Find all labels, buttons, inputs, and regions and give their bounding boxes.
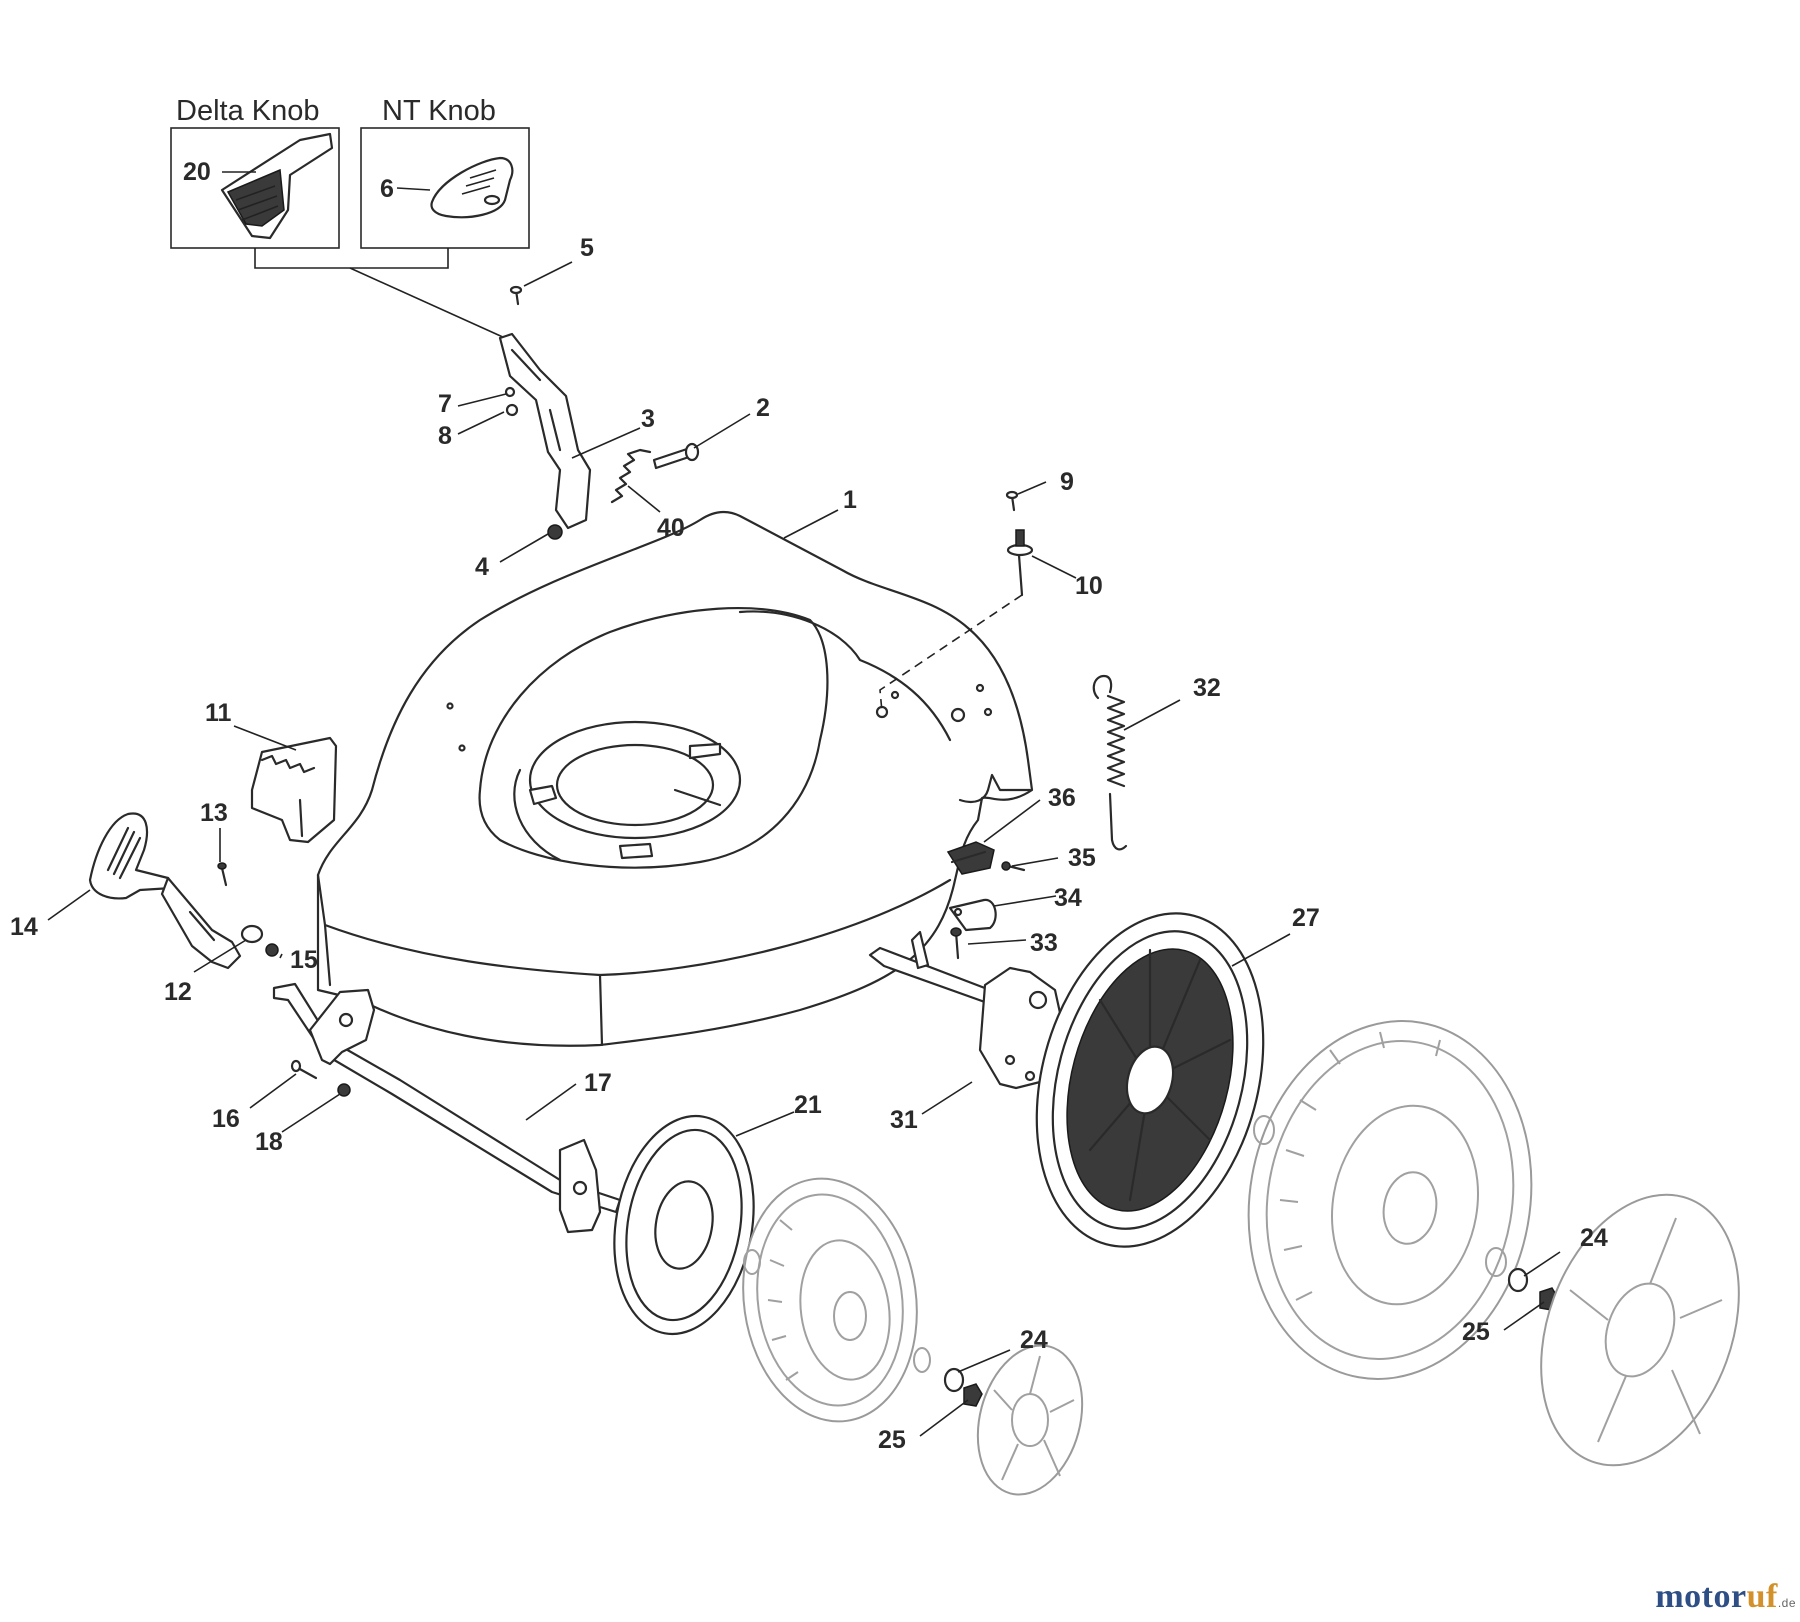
rear-outer-cap-part: [1540, 1193, 1740, 1467]
pin-10-dashed-path: [879, 594, 1023, 713]
spring-32-part: [1092, 674, 1128, 851]
leader-lines: [47, 171, 1561, 1437]
front-hubcap-21-part: [613, 1114, 755, 1336]
callout-21: 21: [794, 1091, 822, 1119]
washer-12-part: [240, 924, 264, 944]
clamp-34-part: [948, 898, 997, 932]
callout-5: 5: [580, 234, 594, 262]
nut-25a-part: [963, 1383, 983, 1407]
rear-wheel-part: [1247, 1020, 1533, 1380]
front-wheel-part: [742, 1177, 931, 1423]
screw-33-part: [950, 927, 962, 960]
nut-15-part: [265, 943, 279, 957]
screw-9-part: [1005, 490, 1019, 512]
rear-axle-31-part: [868, 930, 1064, 1090]
callout-36: 36: [1048, 784, 1076, 812]
callout-20: 20: [183, 158, 211, 186]
watermark-main: motor: [1655, 1578, 1747, 1615]
front-outer-cap-part: [976, 1344, 1084, 1496]
callout-8: 8: [438, 422, 452, 450]
adjuster-plate-11-part: [250, 736, 338, 844]
deck-housing-part: [316, 510, 1034, 1047]
delta-knob-label: Delta Knob: [176, 95, 320, 127]
washer-24b-part: [1507, 1267, 1529, 1293]
nut-4-part: [547, 524, 563, 540]
callout-32: 32: [1193, 674, 1221, 702]
callout-13: 13: [200, 799, 228, 827]
callout-7: 7: [438, 390, 452, 418]
height-lever-part: [498, 332, 592, 530]
callout-10: 10: [1075, 572, 1103, 600]
spring-40-part: [610, 448, 652, 504]
callout-14: 14: [10, 913, 38, 941]
front-axle-17-part: [272, 982, 622, 1234]
callout-25-front: 25: [878, 1426, 906, 1454]
callout-25-rear: 25: [1462, 1318, 1490, 1346]
delta-knob-part: [220, 132, 334, 240]
callout-16: 16: [212, 1105, 240, 1133]
nt-knob-part: [430, 156, 514, 219]
screw-16-part: [290, 1059, 318, 1080]
callout-34: 34: [1054, 884, 1082, 912]
rear-hubcap-27-part: [1035, 912, 1265, 1248]
screw-35-part: [1001, 861, 1026, 872]
callout-2: 2: [756, 394, 770, 422]
callout-15: 15: [290, 946, 318, 974]
callout-4: 4: [475, 553, 489, 581]
callout-6: 6: [380, 175, 394, 203]
callout-24-front: 24: [1020, 1326, 1048, 1354]
inset-leader: [349, 267, 506, 339]
callout-12: 12: [164, 978, 192, 1006]
callout-40: 40: [657, 514, 685, 542]
callout-3: 3: [641, 405, 655, 433]
callout-11: 11: [205, 699, 232, 727]
clip-36-part: [946, 841, 995, 875]
callout-labels: 20 6 5 7 8 3 2 40 4 1 9 10 32 11 13 14 1…: [10, 158, 1608, 1454]
watermark-accent: uf: [1746, 1578, 1778, 1615]
handle-14-part: [88, 812, 242, 970]
callout-27: 27: [1292, 904, 1320, 932]
callout-1: 1: [843, 486, 857, 514]
nt-knob-label: NT Knob: [382, 95, 496, 127]
watermark-logo: motoruf.de: [1655, 1578, 1796, 1616]
callout-9: 9: [1060, 468, 1074, 496]
callout-17: 17: [584, 1069, 612, 1097]
inset-bracket: [254, 248, 449, 269]
screw-13-part: [217, 862, 228, 887]
callout-31: 31: [890, 1106, 918, 1134]
callout-18: 18: [255, 1128, 283, 1156]
bolt-2-part: [652, 442, 700, 470]
callout-35: 35: [1068, 844, 1096, 872]
washer-24a-part: [943, 1367, 965, 1393]
screw-5-part: [509, 285, 523, 306]
watermark-suffix: .de: [1777, 1596, 1796, 1610]
nut-18-part: [337, 1083, 351, 1097]
callout-33: 33: [1030, 929, 1058, 957]
pin-10-part: [1006, 529, 1034, 597]
callout-24-rear: 24: [1580, 1224, 1608, 1252]
